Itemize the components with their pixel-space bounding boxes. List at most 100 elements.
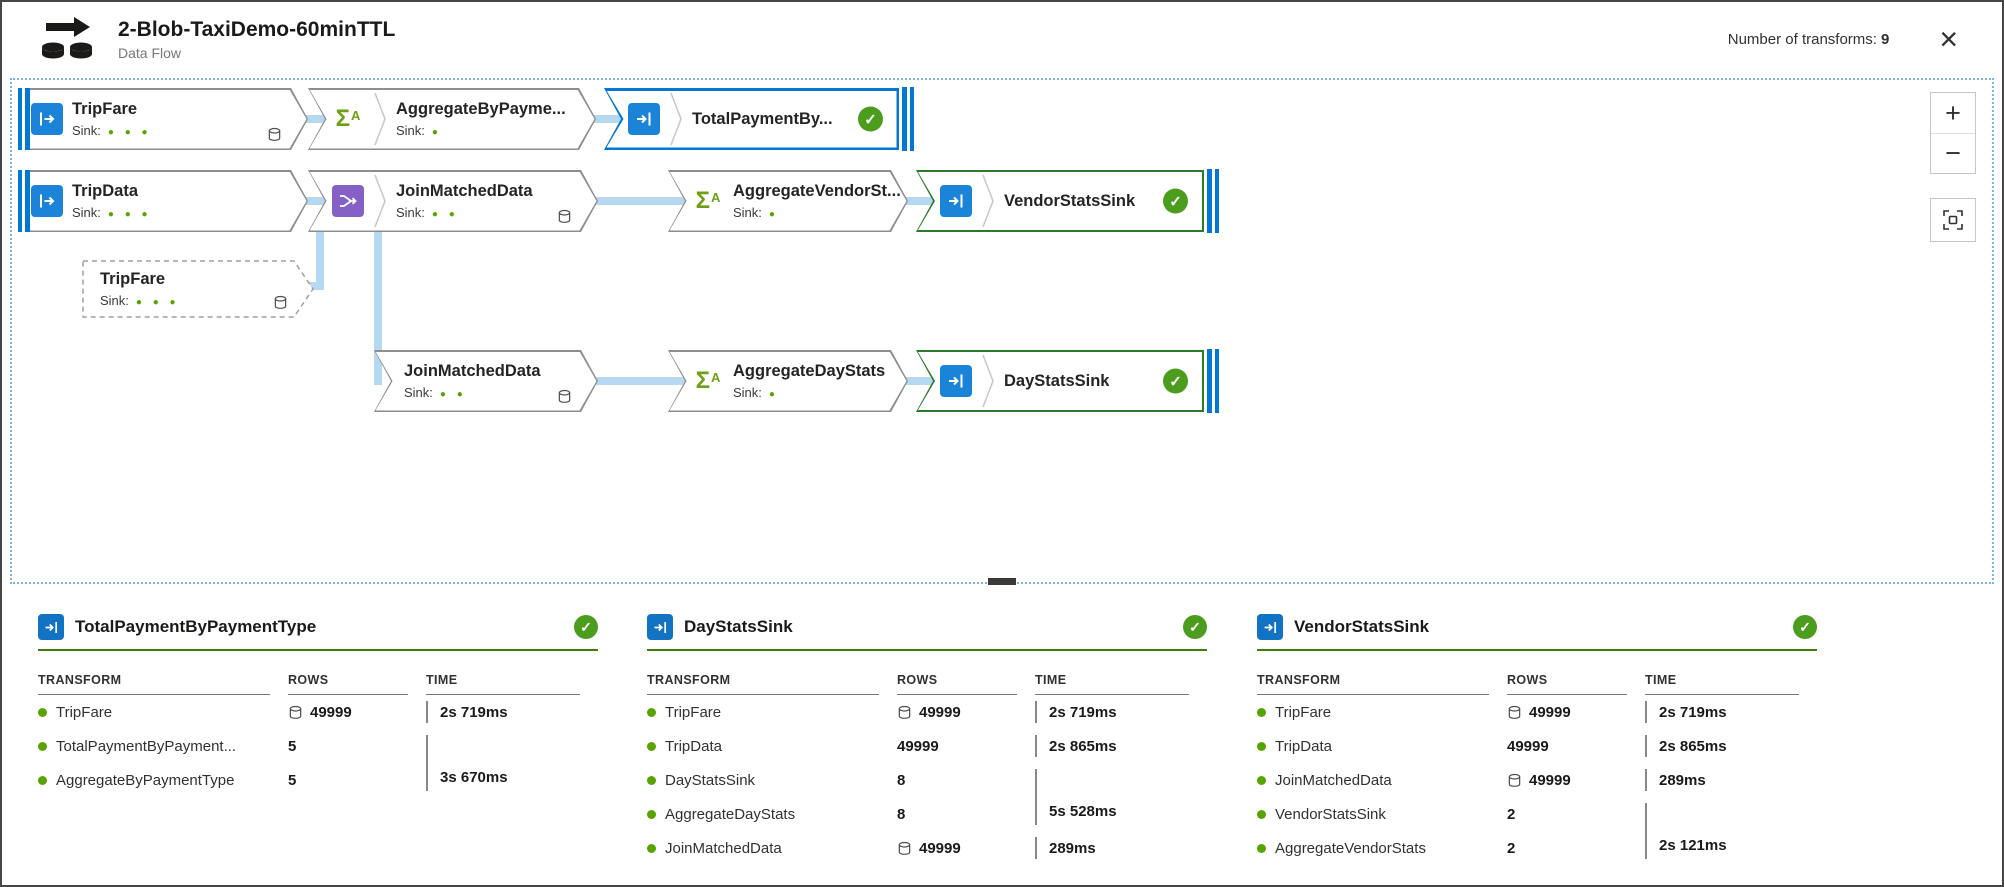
node-title: TotalPaymentBy... (692, 109, 833, 128)
column-header-transform: TRANSFORM (38, 673, 270, 695)
node-title: TripFare (100, 270, 166, 288)
node-reference-tripfare[interactable]: TripFare Sink:● ● ● (82, 260, 314, 318)
column-header-rows: ROWS (288, 673, 408, 695)
zoom-fit-button[interactable] (1930, 198, 1976, 242)
transforms-count: Number of transforms:9 (1727, 30, 1890, 48)
success-check-icon: ✓ (1163, 188, 1188, 214)
cache-icon (267, 127, 282, 142)
node-sink-totalpayment[interactable]: TotalPaymentBy... ✓ (604, 87, 914, 151)
node-title: AggregateVendorSt... (733, 182, 901, 200)
cache-icon (273, 295, 288, 310)
status-dot-icon (1257, 775, 1266, 785)
node-source-tripfare[interactable]: TripFare Sink:● ● ● (18, 88, 308, 150)
connector-elbow (316, 230, 324, 290)
connector (288, 197, 328, 205)
status-dot-icon (647, 809, 656, 819)
sink-icon (940, 185, 972, 217)
table-row-time: 2s 121ms (1645, 831, 1817, 859)
sink-icon (38, 614, 64, 640)
sink-icon (628, 103, 660, 135)
source-icon (31, 185, 63, 217)
table-row-rows: 5 (288, 737, 297, 755)
cache-icon (557, 209, 572, 224)
table-row-name[interactable]: VendorStatsSink (1257, 797, 1507, 831)
node-title: DayStatsSink (1004, 371, 1110, 390)
sink-dots: ● ● ● (135, 297, 180, 308)
column-header-transform: TRANSFORM (647, 673, 879, 695)
zoom-out-button[interactable]: − (1931, 133, 1975, 173)
stream-bars-icon (1207, 169, 1219, 233)
status-dot-icon (1257, 809, 1266, 819)
panel-resize-handle[interactable] (988, 578, 1016, 585)
table-row-rows: 49999 (897, 695, 1035, 729)
table-row-time: 5s 528ms (1035, 797, 1207, 825)
status-dot-icon (1257, 741, 1266, 751)
status-dot-icon (38, 707, 47, 717)
connector (882, 197, 936, 205)
connector (578, 377, 696, 385)
sink-dots: ● (431, 127, 442, 138)
chevron-separator-icon (982, 354, 994, 408)
status-dot-icon (38, 741, 47, 751)
sink-dots: ● (768, 389, 779, 400)
page-subtitle: Data Flow (118, 44, 182, 61)
table-row-name[interactable]: AggregateByPaymentType (38, 763, 288, 797)
dataflow-icon (42, 17, 92, 59)
connector (578, 197, 696, 205)
node-title: TripData (72, 182, 139, 200)
node-reference-joinmatcheddata[interactable]: JoinMatchedData Sink:● ● (374, 350, 598, 412)
table-row-name[interactable]: TripData (647, 729, 897, 763)
sink-dots: ● ● (431, 209, 459, 220)
table-row-name[interactable]: JoinMatchedData (647, 831, 897, 865)
table-row-name[interactable]: TripFare (1257, 695, 1507, 729)
table-row-name[interactable]: TripFare (647, 695, 897, 729)
chevron-separator-icon (374, 92, 386, 146)
node-sink-daystats[interactable]: DayStatsSink ✓ (916, 349, 1219, 413)
sink-icon (1257, 614, 1283, 640)
cache-icon (1508, 705, 1521, 719)
table-row-name[interactable]: AggregateDayStats (647, 797, 897, 831)
table-row-name[interactable]: TotalPaymentByPayment... (38, 729, 288, 763)
table-row-name[interactable]: DayStatsSink (647, 763, 897, 797)
node-join-matcheddata[interactable]: JoinMatchedData Sink:● ● (308, 170, 598, 232)
node-source-tripdata[interactable]: TripData Sink:● ● ● (18, 170, 308, 232)
table-row-rows: 49999 (1507, 763, 1645, 797)
close-icon[interactable]: × (1939, 21, 1958, 57)
table-row-name[interactable]: AggregateVendorStats (1257, 831, 1507, 865)
chevron-separator-icon (374, 174, 386, 228)
table-row-time (1035, 769, 1207, 797)
table-row-rows: 49999 (288, 695, 426, 729)
node-title: AggregateByPayme... (396, 100, 566, 118)
node-title: AggregateDayStats (733, 362, 886, 380)
column-header-time: TIME (1035, 673, 1189, 695)
table-row-name[interactable]: TripData (1257, 729, 1507, 763)
node-sink-status: Sink:● ● ● (100, 293, 180, 308)
cache-icon (557, 389, 572, 404)
node-sink-vendorstats[interactable]: VendorStatsSink ✓ (916, 169, 1219, 233)
connector-vertical (374, 230, 382, 385)
chevron-separator-icon (670, 92, 682, 146)
table-row-time (1645, 803, 1817, 831)
table-row-time: 2s 719ms (1035, 701, 1207, 723)
status-dot-icon (1257, 843, 1266, 853)
column-header-rows: ROWS (1507, 673, 1627, 695)
column-header-time: TIME (1645, 673, 1799, 695)
sink-stats-table-daystats: DayStatsSink ✓ TRANSFORM ROWS TIME TripF… (647, 614, 1207, 865)
sink-stats-table-totalpayment: TotalPaymentByPaymentType ✓ TRANSFORM RO… (38, 614, 598, 797)
stream-bars-icon (18, 170, 30, 232)
page-title: 2-Blob-TaxiDemo-60minTTL (118, 17, 396, 41)
chevron-separator-icon (982, 174, 994, 228)
table-row-name[interactable]: JoinMatchedData (1257, 763, 1507, 797)
source-icon (31, 103, 63, 135)
table-row-time: 2s 865ms (1035, 735, 1207, 757)
table-row-name[interactable]: TripFare (38, 695, 288, 729)
success-check-icon: ✓ (858, 106, 883, 132)
zoom-in-button[interactable]: + (1945, 97, 1961, 128)
table-row-rows: 49999 (1507, 737, 1549, 755)
